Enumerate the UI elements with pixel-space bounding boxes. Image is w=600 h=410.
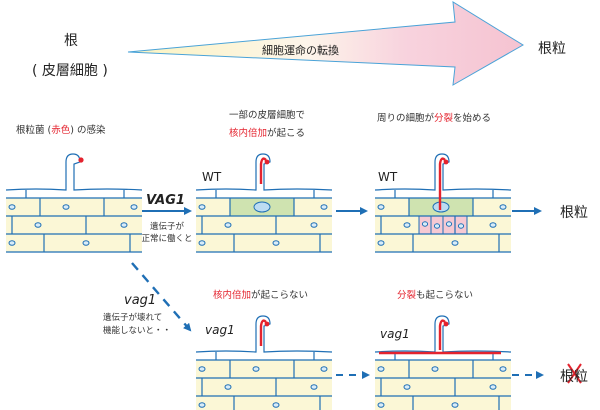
nucleus xyxy=(403,222,411,228)
nucleus xyxy=(377,240,385,246)
cross-mark-icon xyxy=(567,363,582,384)
tissue-panel xyxy=(195,315,333,410)
tissue-panel xyxy=(195,153,333,253)
caption-red: 核内倍加 xyxy=(228,128,267,139)
epidermis-root-hair xyxy=(5,153,143,191)
nucleus xyxy=(224,222,232,228)
nucleus xyxy=(377,402,385,408)
epidermis-root-hair xyxy=(374,153,512,191)
caption-red: 分裂 xyxy=(397,290,417,301)
rhizobium-dot xyxy=(78,157,84,163)
infection-thread xyxy=(438,319,446,350)
infection-thread xyxy=(259,319,267,346)
caption-suffix: も起こらない xyxy=(416,290,474,301)
nucleus xyxy=(499,366,507,372)
vag1-tag: vag1 xyxy=(205,323,235,337)
nodule-label-header: 根粒 xyxy=(538,41,566,57)
nucleus xyxy=(377,204,385,210)
nucleus xyxy=(120,222,128,228)
nucleus xyxy=(62,204,70,210)
fate-arrow-label: 細胞運命の転換 xyxy=(262,44,339,57)
cell-fate-arrow xyxy=(127,1,524,86)
nucleus xyxy=(310,222,318,228)
caption-suffix: が起こる xyxy=(267,128,306,139)
nucleus xyxy=(272,240,280,246)
cortex-fill xyxy=(375,360,511,410)
nucleus xyxy=(8,204,16,210)
note-line1: 遺伝子が xyxy=(149,222,184,232)
nucleus xyxy=(34,222,42,228)
panel2-mutant-caption: 核内倍加が起こらない xyxy=(213,287,308,301)
nucleus xyxy=(198,366,206,372)
caption-red: 赤色 xyxy=(51,125,71,136)
nucleus xyxy=(8,240,16,246)
nucleus xyxy=(320,204,328,210)
nucleus xyxy=(451,240,459,246)
caption-red: 核内倍加 xyxy=(213,290,252,301)
panel2-caption: 一部の皮層細胞で 核内倍加が起こる xyxy=(222,107,312,143)
nucleus xyxy=(272,402,280,408)
nucleus xyxy=(252,366,260,372)
epidermis-root-hair xyxy=(195,153,333,191)
nucleus xyxy=(445,221,453,227)
note-line1: 遺伝子が壊れて xyxy=(103,313,163,323)
cortex-cell-label: ( 皮層細胞 ) xyxy=(32,63,108,79)
rhizobium-dot xyxy=(443,321,449,327)
nucleus xyxy=(198,240,206,246)
caption-suffix: が起こらない xyxy=(251,290,309,301)
infection-thread xyxy=(259,157,267,184)
nodule-label-crossed: 根粒 xyxy=(560,369,588,385)
tissue-panel xyxy=(374,153,512,253)
nucleus xyxy=(451,402,459,408)
nucleus xyxy=(499,204,507,210)
tissue-panel xyxy=(5,153,143,253)
caption-prefix: 根粒菌 ( xyxy=(16,125,52,136)
nucleus xyxy=(377,366,385,372)
gene-note-normal: 遺伝子が 正常に働くと xyxy=(140,221,194,245)
nucleus xyxy=(489,384,497,390)
panel3-caption: 周りの細胞が分裂を始める xyxy=(377,110,491,124)
panel3-mutant-caption: 分裂も起こらない xyxy=(397,287,473,301)
nucleus xyxy=(82,240,90,246)
gene-note-mutant: 遺伝子が壊れて 機能しないと・・ xyxy=(103,312,171,338)
caption-prefix: 周りの細胞が xyxy=(377,113,435,124)
note-line2: 機能しないと・・ xyxy=(103,326,172,336)
cortex-fill xyxy=(6,198,142,252)
caption-red: 分裂 xyxy=(434,113,454,124)
enlarged-nucleus xyxy=(253,201,271,213)
tissue-panel xyxy=(374,315,512,410)
caption-suffix: ) の感染 xyxy=(70,125,106,136)
epidermis-root-hair xyxy=(374,315,512,353)
infection-thread xyxy=(438,157,446,210)
nucleus xyxy=(224,384,232,390)
cortex-fill xyxy=(196,360,332,410)
nucleus xyxy=(431,366,439,372)
wt-tag: WT xyxy=(378,170,398,184)
note-line2: 正常に働くと xyxy=(141,234,193,244)
nucleus xyxy=(130,204,138,210)
nodule-label-wt: 根粒 xyxy=(560,205,588,221)
nucleus xyxy=(320,366,328,372)
rhizobium-dot xyxy=(264,321,270,327)
nucleus xyxy=(421,221,429,227)
caption-line1: 一部の皮層細胞で xyxy=(228,110,305,121)
infection-caption: 根粒菌 (赤色) の感染 xyxy=(16,122,105,136)
epidermis-root-hair xyxy=(195,315,333,353)
vag1-tag: vag1 xyxy=(380,327,410,341)
root-label: 根 xyxy=(64,33,78,49)
rhizobium-dot xyxy=(443,159,449,165)
nucleus xyxy=(489,222,497,228)
nucleus xyxy=(457,223,465,229)
nucleus xyxy=(310,384,318,390)
nucleus xyxy=(403,384,411,390)
nucleus xyxy=(433,223,441,229)
wt-tag: WT xyxy=(202,170,222,184)
gene-label-vag1: vag1 xyxy=(124,293,157,308)
gene-label-VAG1: VAG1 xyxy=(146,193,185,208)
nucleus xyxy=(198,204,206,210)
nucleus xyxy=(198,402,206,408)
rhizobium-dot xyxy=(264,159,270,165)
caption-suffix: を始める xyxy=(453,113,492,124)
